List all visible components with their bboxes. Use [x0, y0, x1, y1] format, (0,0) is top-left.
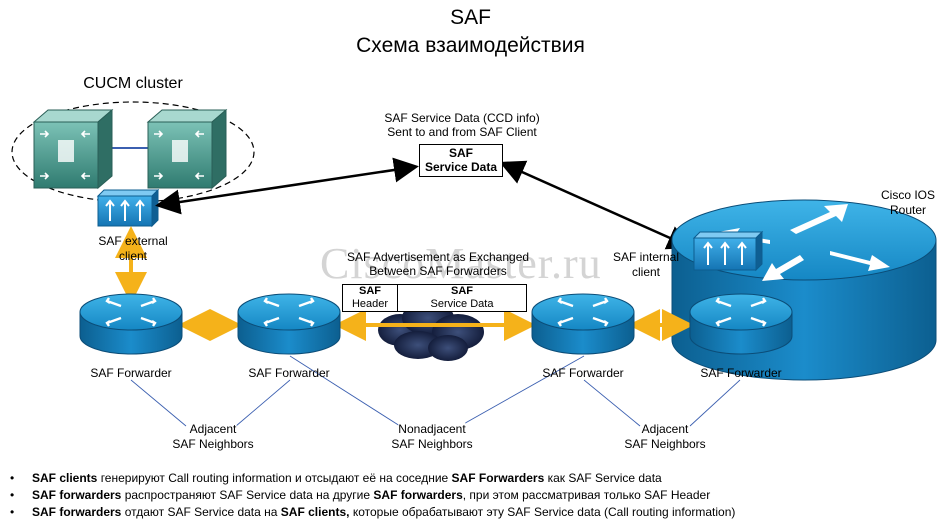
- bullet-item: • SAF forwarders распространяют SAF Serv…: [8, 487, 933, 504]
- arrow-external-client-to-service-data: [155, 157, 419, 215]
- neighbors-label-3-line2: SAF Neighbors: [624, 437, 706, 452]
- bullet-dot-icon: •: [10, 505, 15, 519]
- saf-external-client-icon: [96, 188, 160, 228]
- bullet-text: распространяют SAF Service data на други…: [121, 488, 374, 502]
- bullet-text: которые обрабатывают эту SAF Service dat…: [349, 505, 736, 519]
- saf-forwarder-router-icon: [531, 293, 635, 355]
- packet-header-line2: Header: [351, 298, 389, 310]
- packet-header-box: SAF Header: [342, 284, 398, 312]
- service-data-box-line2: Service Data: [424, 160, 498, 174]
- external-client-label-line2: client: [118, 249, 148, 263]
- cisco-router-label-line2: Router: [889, 203, 927, 217]
- bullet-text: генерируют Call routing information и от…: [97, 471, 452, 485]
- saf-forwarder-router-icon: [237, 293, 341, 355]
- bullet-item: • SAF forwarders отдают SAF Service data…: [8, 504, 933, 521]
- forwarder-label-1: SAF Forwarder: [90, 366, 172, 380]
- bullet-bold: SAF clients: [32, 471, 98, 485]
- bullet-bold: SAF forwarders: [32, 488, 122, 502]
- bullet-bold: SAF Forwarders: [451, 471, 545, 485]
- arrow-service-data-to-internal-client: [499, 160, 693, 250]
- saf-internal-client-icon: [692, 230, 764, 272]
- bullet-text: отдают SAF Service data на: [121, 505, 281, 519]
- bullet-text: , при этом рассматривая только SAF Heade…: [462, 488, 711, 502]
- external-client-label-line1: SAF external: [98, 234, 168, 248]
- forwarder-label-3: SAF Forwarder: [542, 366, 624, 380]
- neighbor-lines: [130, 355, 741, 427]
- bullet-bold: SAF forwarders: [373, 488, 463, 502]
- service-data-box-line1: SAF: [449, 146, 473, 160]
- bullet-text: как SAF Service data: [544, 471, 662, 485]
- forwarder-label-4: SAF Forwarder: [700, 366, 782, 380]
- cucm-server-icon: [146, 108, 228, 190]
- cucm-server-icon: [32, 108, 114, 190]
- internal-client-label-line1: SAF internal: [612, 250, 680, 264]
- watermark: CiscoMaster.ru: [320, 239, 602, 288]
- neighbors-label-2-line1: Nonadjacent: [398, 422, 466, 437]
- bullet-dot-icon: •: [10, 488, 15, 502]
- neighbors-label-1-line1: Adjacent: [189, 422, 237, 437]
- saf-forwarder-router-icon: [689, 293, 793, 355]
- cisco-router-label-line1: Cisco IOS: [880, 188, 936, 202]
- neighbors-label-2-line2: SAF Neighbors: [391, 437, 473, 452]
- bullet-bold: SAF forwarders: [32, 505, 122, 519]
- saf-forwarder-router-icon: [79, 293, 183, 355]
- page-subtitle: Схема взаимодействия: [356, 34, 585, 57]
- internal-client-label-line2: client: [631, 265, 661, 279]
- cucm-cluster-label: CUCM cluster: [83, 75, 183, 92]
- cisco-ios-router-icon: [671, 199, 937, 381]
- packet-data-line1: SAF: [451, 285, 473, 297]
- packet-header-line1: SAF: [359, 285, 381, 297]
- service-data-box: SAF Service Data: [419, 144, 503, 177]
- service-data-caption-line1: SAF Service Data (CCD info): [384, 111, 540, 125]
- bullet-dot-icon: •: [10, 471, 15, 485]
- bullet-list: • SAF clients генерируют Call routing in…: [8, 470, 933, 521]
- advertisement-caption-line2: Between SAF Forwarders: [369, 264, 507, 278]
- neighbors-label-3-line1: Adjacent: [641, 422, 689, 437]
- page-title: SAF: [450, 6, 491, 29]
- packet-service-data-box: SAF Service Data: [397, 284, 527, 312]
- advertisement-caption-line1: SAF Advertisement as Exchanged: [346, 250, 530, 264]
- packet-data-line2: Service Data: [430, 298, 494, 310]
- service-data-caption-line2: Sent to and from SAF Client: [387, 125, 537, 139]
- forwarder-label-2: SAF Forwarder: [248, 366, 330, 380]
- bullet-bold: SAF clients,: [280, 505, 350, 519]
- neighbors-label-1-line2: SAF Neighbors: [172, 437, 254, 452]
- bullet-item: • SAF clients генерируют Call routing in…: [8, 470, 933, 487]
